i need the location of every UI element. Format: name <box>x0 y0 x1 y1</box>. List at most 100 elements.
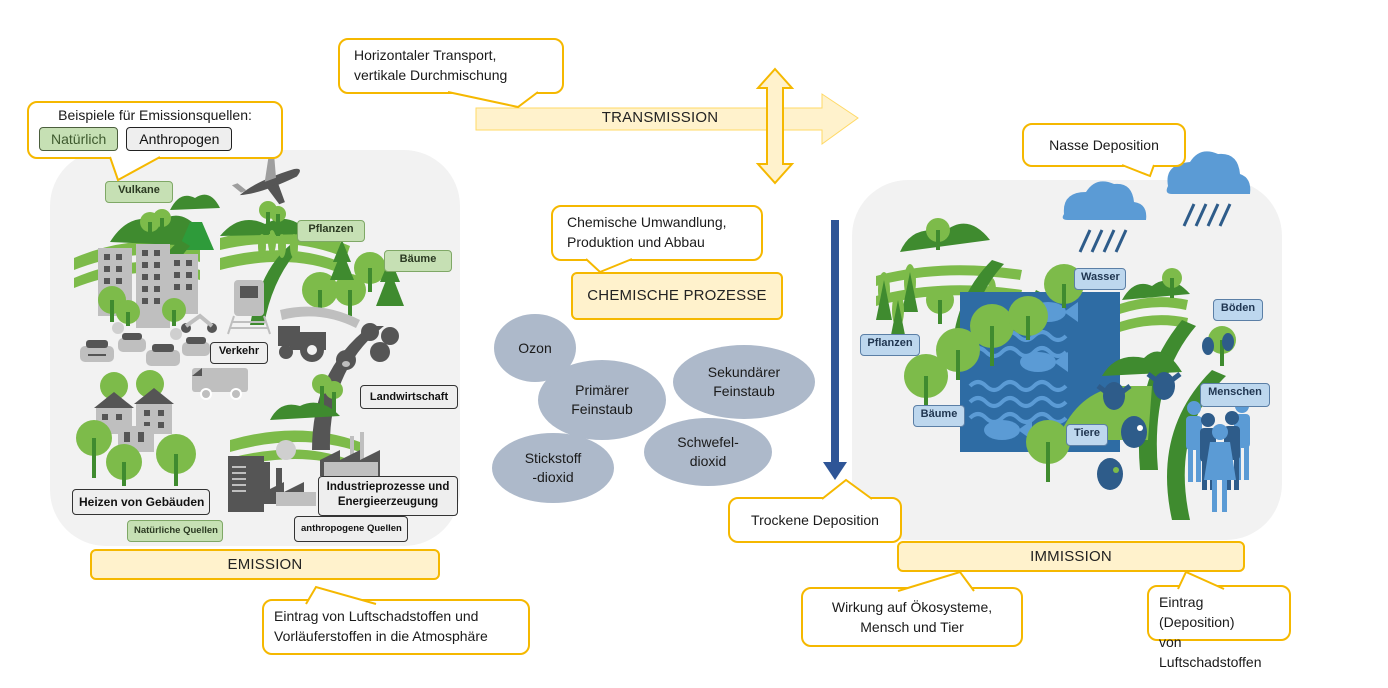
road-icon <box>280 306 360 328</box>
train-icon <box>227 280 271 335</box>
cow-head-icon <box>1097 458 1123 490</box>
livestock-icon <box>361 323 399 362</box>
callout-text-line: vertikale Durchmischung <box>354 67 508 83</box>
volcano-icon <box>178 222 214 250</box>
tree-icon <box>325 381 343 414</box>
hill-icon <box>110 215 200 246</box>
substance-name: Stickstoff <box>524 450 582 466</box>
cow-head-icon <box>1121 416 1147 448</box>
transmission-label: TRANSMISSION <box>601 109 719 126</box>
tree-icon <box>970 304 1014 366</box>
tree-icon <box>1026 420 1070 482</box>
callout-pointer <box>1121 164 1155 178</box>
tag-industrie: Industrieprozesse und Energieerzeugung <box>318 476 458 516</box>
tree-icon <box>302 272 338 312</box>
vertical-mixing-arrow <box>755 67 795 185</box>
substance-stickstoffdioxid: Stickstoff -dioxid <box>492 433 614 503</box>
substance-name: Sekundärer <box>707 364 781 380</box>
emission-illustration <box>74 154 404 512</box>
tag-wasser: Wasser <box>1074 268 1126 290</box>
tree-icon <box>1008 296 1048 340</box>
tag-anthropogene-quellen: anthropogene Quellen <box>294 516 408 542</box>
rain-cloud-icon <box>1166 151 1251 227</box>
tag-boeden: Böden <box>1213 299 1263 321</box>
substance-name: Primärer <box>575 382 629 398</box>
callout-text-line: Eintrag von Luftschadstoffen und <box>274 608 479 624</box>
emission-sources-legend-callout: Beispiele für Emissionsquellen: Natürlic… <box>27 101 283 159</box>
tree-icon <box>926 218 950 250</box>
exhaust-cloud-icon <box>112 322 182 340</box>
callout-text-line: Chemische Umwandlung, <box>567 214 727 230</box>
car-icon <box>146 344 180 366</box>
callout-pointer <box>585 258 633 274</box>
car-icon <box>118 333 146 352</box>
tag-menschen: Menschen <box>1200 383 1270 407</box>
green-road-icon <box>1167 370 1226 520</box>
effect-callout: Wirkung auf Ökosysteme, Mensch und Tier <box>801 587 1023 647</box>
wheat-plant-icon <box>258 230 298 258</box>
tree-icon <box>1162 268 1182 298</box>
transmission-callout: Horizontaler Transport, vertikale Durchm… <box>338 38 564 94</box>
legend-anthropogenic-badge: Anthropogen <box>126 127 233 151</box>
hill-icon <box>170 194 220 210</box>
animal-head-icon <box>1146 372 1182 400</box>
tag-tiere: Tiere <box>1066 424 1108 446</box>
van-icon <box>192 368 248 400</box>
factory-icon <box>228 440 316 512</box>
tree-icon <box>334 274 366 316</box>
conifer-tree-icon <box>376 258 404 306</box>
tree-icon <box>76 420 112 478</box>
dry-deposition-arrow <box>823 220 847 480</box>
deposition-input-callout: Eintrag (Deposition) von Luftschadstoffe… <box>1147 585 1291 670</box>
substance-schwefeldioxid: Schwefel-dioxid <box>644 418 772 486</box>
callout-text-line: von Luftschadstoffen <box>1159 634 1262 670</box>
tree-icon <box>904 354 948 416</box>
tree-icon <box>270 206 286 236</box>
tag-baeume: Bäume <box>384 250 452 272</box>
stage-emission: EMISSION <box>90 549 440 580</box>
callout-text-line: Wirkung auf Ökosysteme, <box>831 599 993 615</box>
tag-vulkane: Vulkane <box>105 181 173 203</box>
tree-icon <box>926 286 954 324</box>
car-icon <box>182 337 210 356</box>
tag-natuerliche-quellen: Natürliche Quellen <box>127 520 223 542</box>
tree-icon <box>354 252 386 292</box>
callout-pointer <box>305 585 377 605</box>
tag-baeume-immission: Bäume <box>913 405 965 427</box>
hill-icon <box>220 218 310 236</box>
legend-natural-badge: Natürlich <box>39 127 119 151</box>
tree-icon <box>106 444 142 486</box>
callout-pointer <box>1177 570 1225 590</box>
emission-input-callout: Eintrag von Luftschadstoffen und Vorläuf… <box>262 599 530 655</box>
dry-deposition-callout: Trockene Deposition <box>728 497 902 543</box>
road-icon <box>312 326 384 450</box>
substance-name: -dioxid <box>532 469 574 485</box>
immission-illustration <box>876 151 1251 520</box>
callout-text-line: Horizontaler Transport, <box>354 47 497 63</box>
callout-text-line: Eintrag (Deposition) <box>1159 594 1235 630</box>
animal-head-icon <box>1096 382 1132 410</box>
people-group-icon <box>1186 399 1250 512</box>
stage-chemische-prozesse: CHEMISCHE PROZESSE <box>571 272 783 320</box>
callout-pointer <box>897 570 975 592</box>
bird-icon <box>1202 333 1234 355</box>
car-icon <box>80 340 114 362</box>
chemistry-callout: Chemische Umwandlung, Produktion und Abb… <box>551 205 763 261</box>
motorbike-icon <box>181 313 217 333</box>
substance-name: dioxid <box>689 453 727 469</box>
tree-icon <box>153 209 171 238</box>
substance-name: Ozon <box>518 339 552 356</box>
stage-immission: IMMISSION <box>897 541 1245 572</box>
callout-pointer <box>447 91 539 109</box>
tag-pflanzen-immission: Pflanzen <box>860 334 920 356</box>
callout-pointer <box>109 156 161 182</box>
tag-verkehr: Verkehr <box>210 342 268 364</box>
factory-icon <box>320 432 380 478</box>
tractor-icon <box>278 326 326 362</box>
tree-icon <box>156 434 196 486</box>
tree-icon <box>116 300 140 326</box>
airplane-icon <box>231 154 300 205</box>
field-stripes-icon <box>1114 297 1188 334</box>
